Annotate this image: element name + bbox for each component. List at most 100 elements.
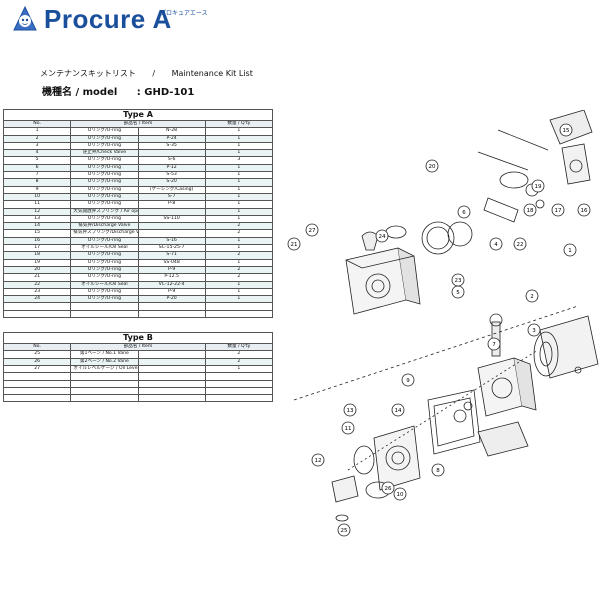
cell-no: 14 [2, 222, 72, 231]
cell-no: 7 [2, 171, 72, 180]
empty-cell [137, 379, 206, 388]
cell-no: 2 [2, 134, 72, 143]
callout-20: 20 [425, 159, 439, 173]
cell-no: 9 [2, 185, 72, 194]
cell-no: 8 [2, 178, 72, 187]
callout-9: 9 [401, 373, 415, 387]
callout-8: 8 [431, 463, 445, 477]
cell-qty: 1 [204, 280, 274, 289]
empty-row [2, 379, 274, 388]
cell-item: S-53 [137, 171, 206, 180]
cell-qty: 2 [204, 251, 274, 260]
empty-cell [2, 309, 72, 319]
cell-item [137, 222, 206, 231]
cell-qty: 1 [204, 171, 274, 180]
list-title-en: Maintenance Kit List [171, 69, 253, 78]
svg-text:17: 17 [555, 208, 562, 214]
cell-name: 排気弁/Discharge Valve [70, 222, 139, 231]
svg-text:13: 13 [347, 408, 354, 414]
cell-name: Oリング/O-ring [70, 236, 139, 246]
model-value: : GHD-101 [136, 87, 195, 98]
cell-item [137, 207, 206, 216]
callout-16: 16 [577, 203, 591, 217]
cell-name: Oリング/O-ring [70, 141, 139, 151]
cell-item: SS-110 [137, 214, 206, 224]
empty-cell [2, 394, 72, 403]
svg-text:21: 21 [291, 242, 298, 248]
cell-qty: 1 [204, 149, 274, 158]
cell-qty: 1 [204, 287, 274, 297]
callout-7: 7 [487, 337, 501, 351]
cell-item [137, 229, 206, 238]
cell-no: 12 [2, 207, 72, 216]
callout-19: 19 [531, 179, 545, 193]
cell-qty: 1 [204, 127, 274, 136]
callout-4: 4 [489, 237, 503, 251]
empty-cell [204, 302, 274, 311]
cell-name: 第2ベーン / No.2 Vane [70, 357, 139, 366]
cell-no: 11 [2, 200, 72, 209]
cell-no: 21 [2, 273, 72, 282]
model-line: 機種名 / model : GHD-101 [42, 83, 194, 98]
cell-no: 6 [2, 163, 72, 173]
cell-name: オイルシール/Oil Seal [70, 244, 139, 253]
col-item: 部品名 / Item [70, 119, 206, 129]
cell-no: 27 [2, 364, 72, 374]
cell-no: 1 [2, 127, 72, 136]
callout-2: 2 [525, 289, 539, 303]
svg-text:2: 2 [530, 294, 534, 300]
empty-cell [204, 394, 274, 403]
empty-cell [70, 379, 139, 388]
svg-text:7: 7 [492, 342, 496, 348]
svg-text:3: 3 [532, 328, 536, 334]
cell-no: 22 [2, 280, 72, 289]
cell-qty: 1 [204, 295, 274, 304]
callout-24: 24 [375, 229, 389, 243]
cell-qty: 2 [204, 229, 274, 238]
brand-logo[interactable]: Procure A プロキュアエース [10, 4, 250, 36]
svg-text:11: 11 [345, 426, 352, 432]
svg-text:19: 19 [535, 184, 542, 190]
svg-text:9: 9 [406, 378, 410, 384]
callout-17: 17 [551, 203, 565, 217]
cell-qty: 1 [204, 178, 274, 187]
empty-cell [137, 302, 206, 311]
cell-name: 大気開放弁スプリング / Air open Valve spring [70, 207, 139, 216]
cell-name: 逆止弁/Check Valve [70, 149, 139, 158]
cell-name: Oリング/O-ring [70, 251, 139, 260]
cell-qty: 1 [204, 214, 274, 224]
cell-item [137, 364, 206, 374]
cell-no: 5 [2, 156, 72, 165]
empty-cell [204, 372, 274, 381]
cell-item: P-12 [137, 163, 206, 173]
list-title-separator: / [152, 69, 156, 78]
cell-name: Oリング/O-ring [70, 127, 139, 136]
svg-text:8: 8 [436, 468, 440, 474]
cell-name: Oリング/O-ring [70, 185, 139, 194]
cell-no: 4 [2, 149, 72, 158]
cell-name: Oリング/O-ring [70, 200, 139, 209]
cell-name: Oリング/O-ring [70, 214, 139, 224]
svg-text:27: 27 [309, 228, 316, 234]
cell-no: 17 [2, 244, 72, 253]
cell-item: S-16 [137, 236, 206, 246]
callout-21: 21 [287, 237, 301, 251]
callout-1: 1 [563, 243, 577, 257]
empty-cell [70, 309, 139, 319]
